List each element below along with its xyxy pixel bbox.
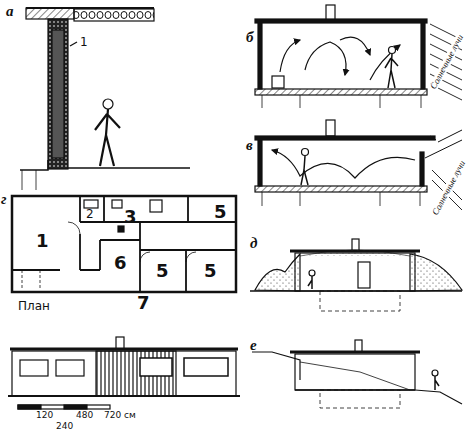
sun-rays-label: Солнечные лучи xyxy=(430,158,467,217)
room-number: 1 xyxy=(36,232,49,250)
scale-value: 240 xyxy=(56,422,73,431)
room-number: 7 xyxy=(137,294,150,312)
room-number: 5 xyxy=(214,203,227,221)
room-number: 6 xyxy=(114,254,127,272)
panel-letter: а xyxy=(6,4,14,19)
room-number: 2 xyxy=(86,208,94,220)
panel-letter: б xyxy=(246,30,254,45)
room-number: 5 xyxy=(156,262,169,280)
room-number: 3 xyxy=(124,208,137,226)
scale-value: 480 xyxy=(76,411,93,420)
scale-value: 720 xyxy=(104,411,121,420)
panel-letter: е xyxy=(250,338,257,353)
scale-value: 120 xyxy=(36,411,53,420)
callout-number: 1 xyxy=(80,36,88,48)
panel-letter: г xyxy=(1,192,7,207)
room-number: 5 xyxy=(204,262,217,280)
panel-letter: в xyxy=(246,138,253,153)
panel-letter: д xyxy=(250,236,257,251)
plan-label: План xyxy=(18,300,50,312)
scale-unit: см xyxy=(124,411,136,420)
